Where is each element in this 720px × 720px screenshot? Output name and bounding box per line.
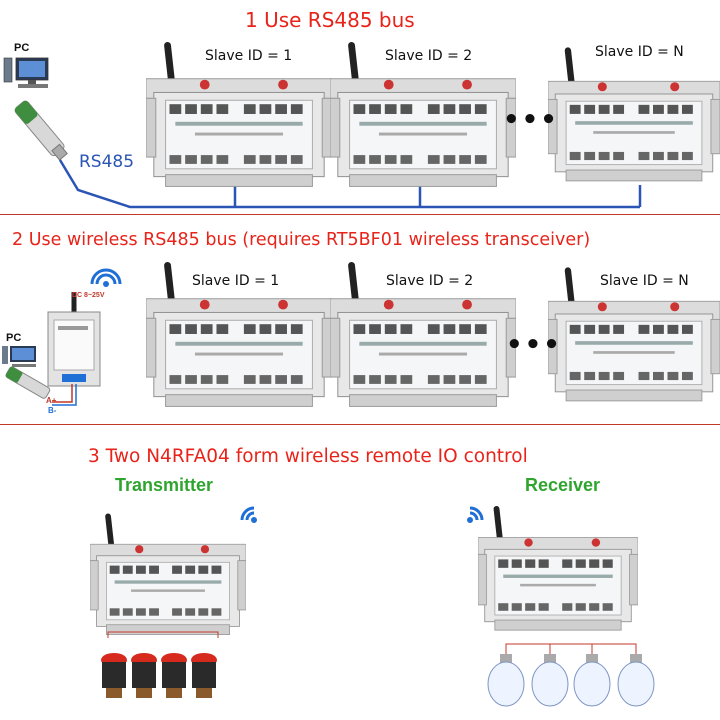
slave-id-1-label: Slave ID = 1	[205, 48, 293, 64]
pc-computer-icon	[3, 57, 49, 88]
slave-id-2-label: Slave ID = 2	[385, 48, 473, 64]
push-button-icon	[101, 653, 127, 698]
section2-title: 2 Use wireless RS485 bus (requires RT5BF…	[12, 230, 591, 250]
input-push-buttons	[101, 631, 219, 698]
transmitter-relay-module	[90, 498, 246, 648]
a-plus-label: A+	[46, 396, 57, 405]
ab-wire	[52, 384, 77, 406]
relay-module-slave-n	[548, 38, 720, 188]
receiver-relay-module	[478, 492, 638, 642]
ellipsis-dots: •••	[503, 105, 559, 135]
ellipsis-dots-2: •••	[506, 330, 562, 360]
section-divider-1	[0, 214, 720, 215]
receiver-wifi-icon	[467, 506, 484, 523]
pc-computer-icon-2	[2, 346, 36, 367]
b-minus-label: B-	[48, 406, 57, 415]
section1-title: 1 Use RS485 bus	[245, 8, 415, 32]
pc-label: PC	[14, 42, 30, 54]
wireless-slave-id-n-label: Slave ID = N	[600, 273, 689, 289]
wireless-slave-id-1-label: Slave ID = 1	[192, 273, 280, 289]
output-light-bulbs	[487, 643, 655, 707]
section3-title: 3 Two N4RFA04 form wireless remote IO co…	[88, 446, 528, 467]
pc-label-2: PC	[6, 332, 22, 344]
rs485-bus-wire	[58, 159, 642, 209]
section-divider-2	[0, 424, 720, 425]
wireless-slave-id-2-label: Slave ID = 2	[386, 273, 474, 289]
usb-rs485-adapter-icon-2	[5, 366, 51, 399]
dc-voltage-label: DC 8~25V	[72, 292, 105, 299]
receiver-label: Receiver	[525, 475, 601, 495]
slave-id-n-label: Slave ID = N	[595, 44, 684, 60]
transmitter-label: Transmitter	[115, 475, 214, 495]
rs485-bus-label: RS485	[79, 152, 135, 172]
rt5bf01-transceiver-module	[47, 292, 101, 387]
transmitter-wifi-icon	[240, 506, 257, 523]
usb-rs485-adapter-icon	[14, 100, 68, 161]
wifi-signal-icon	[90, 268, 122, 287]
